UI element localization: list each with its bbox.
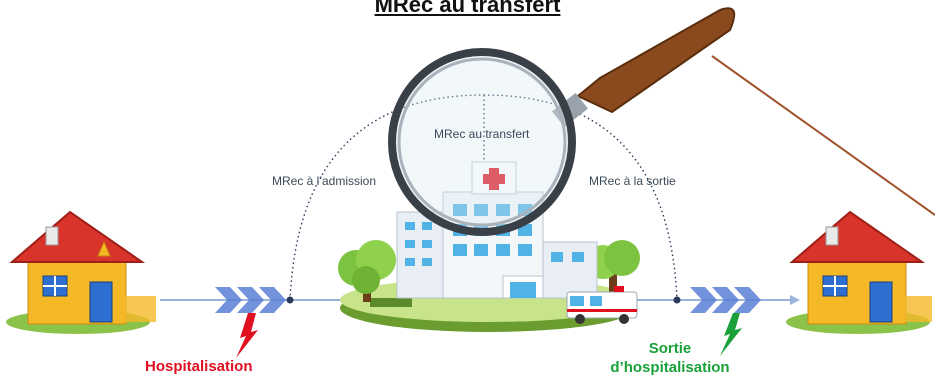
admission-review-label: MRec à l’admission [272,174,377,188]
chevron-arrow-icon [215,287,286,313]
tree-icon [338,240,396,302]
discharge-point [673,296,681,304]
timeline-arrowhead [790,295,800,305]
discharge-review-label: MRec à la sortie [589,174,676,188]
house-icon [6,210,156,334]
house-icon [786,210,932,334]
diagram-title: MRec au transfert [374,0,561,17]
chevron-arrow-icon [690,287,761,313]
ambulance-icon [566,286,638,324]
magnifying-glass-icon [388,7,935,236]
hospitalisation-event: Hospitalisation [145,358,253,375]
lightning-icon [236,313,258,358]
transfer-review-label: MRec au transfert [434,127,530,141]
sortie-line-1: Sortie [648,340,692,357]
sortie-event: Sortie d’hospitalisation [605,339,735,377]
sortie-line-2: d’hospitalisation [610,359,730,376]
hospital-icon [396,161,598,299]
lightning-icon [720,313,742,356]
admission-point [286,296,294,304]
